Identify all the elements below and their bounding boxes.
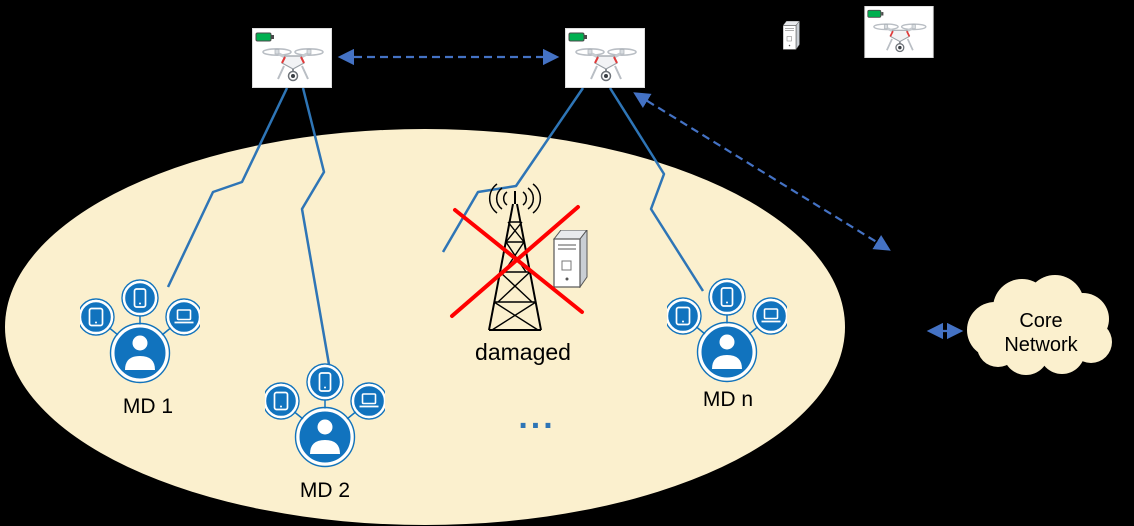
md-n-label: MD n (703, 388, 753, 411)
ellipsis-label: ... (518, 398, 555, 436)
core-network-label-line2: Network (1004, 334, 1078, 356)
damaged-site-server-icon (553, 230, 588, 288)
wireless-link-uav1-md1 (166, 87, 289, 288)
legend-uav-icon (863, 6, 935, 58)
uav-2-icon (565, 28, 645, 88)
core-network-label-line1: Core (1019, 310, 1062, 332)
legend-server-icon (783, 21, 800, 50)
core-network-cloud (967, 275, 1112, 375)
damaged-label: damaged (475, 339, 571, 365)
md-2-label: MD 2 (300, 479, 350, 502)
uav-1-icon (252, 28, 332, 88)
radio-signal-icon (488, 183, 542, 214)
md-1-label: MD 1 (123, 395, 173, 418)
backhaul-links (337, 48, 964, 340)
uav-to-core-link (633, 92, 891, 251)
wireless-link-uav1-md2 (300, 87, 333, 377)
damaged-cross-icon (450, 205, 584, 318)
wireless-link-uav2-damaged (441, 87, 585, 253)
